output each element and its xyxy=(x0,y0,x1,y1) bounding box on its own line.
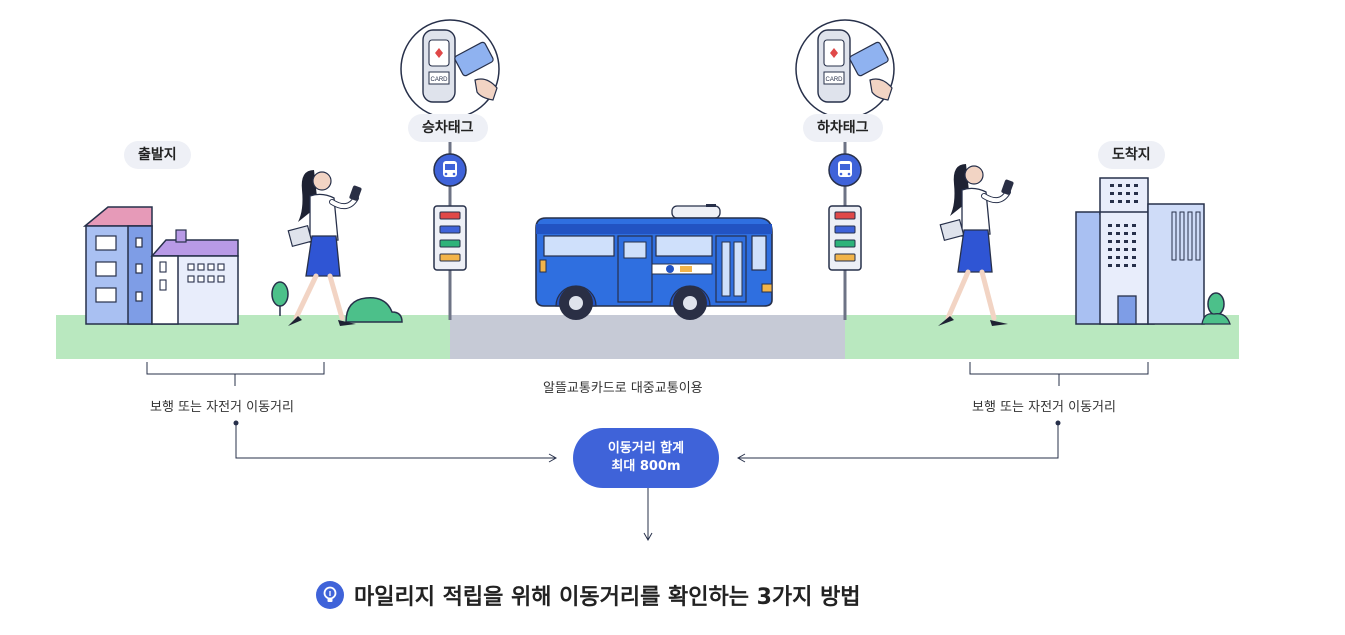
tree-right xyxy=(1202,293,1230,324)
card-reader-text: CARD xyxy=(430,77,448,83)
alighting-tag-label: 하차태그 xyxy=(803,114,883,142)
bracket-left xyxy=(147,362,324,386)
lightbulb-icon xyxy=(316,581,344,609)
bus-stop-icon xyxy=(432,152,468,188)
card-reader-badge-alighting: CARD xyxy=(788,18,902,120)
card-reader-badge-boarding: CARD xyxy=(393,18,507,120)
tree-left xyxy=(272,282,288,316)
connector-left xyxy=(236,424,556,458)
destination-buildings xyxy=(1076,178,1204,324)
total-distance-line1: 이동거리 합계 xyxy=(573,440,719,458)
heading-text: 마일리지 적립을 위해 이동거리를 확인하는 3가지 방법 xyxy=(354,579,861,611)
section-heading: 마일리지 적립을 위해 이동거리를 확인하는 3가지 방법 xyxy=(316,578,861,612)
boarding-tag-label: 승차태그 xyxy=(408,114,488,142)
walking-person-right xyxy=(938,164,1014,326)
card-reader-text: CARD xyxy=(825,77,843,83)
origin-houses xyxy=(85,207,238,324)
bus xyxy=(536,204,772,320)
card-reader-icon: CARD xyxy=(393,18,507,120)
origin-label: 출발지 xyxy=(124,141,191,169)
card-reader-icon: CARD xyxy=(788,18,902,120)
caption-right: 보행 또는 자전거 이동거리 xyxy=(972,396,1116,415)
bush xyxy=(346,298,402,322)
total-distance-line2: 최대 800m xyxy=(573,458,719,476)
connector-right xyxy=(738,424,1058,458)
bus-stop-icon xyxy=(827,152,863,188)
destination-label: 도착지 xyxy=(1098,141,1165,169)
total-distance-badge: 이동거리 합계 최대 800m xyxy=(573,428,719,488)
road xyxy=(450,315,845,359)
caption-middle: 알뜰교통카드로 대중교통이용 xyxy=(543,377,703,396)
caption-left: 보행 또는 자전거 이동거리 xyxy=(150,396,294,415)
bracket-right xyxy=(970,362,1148,386)
walking-person-left xyxy=(288,170,362,326)
